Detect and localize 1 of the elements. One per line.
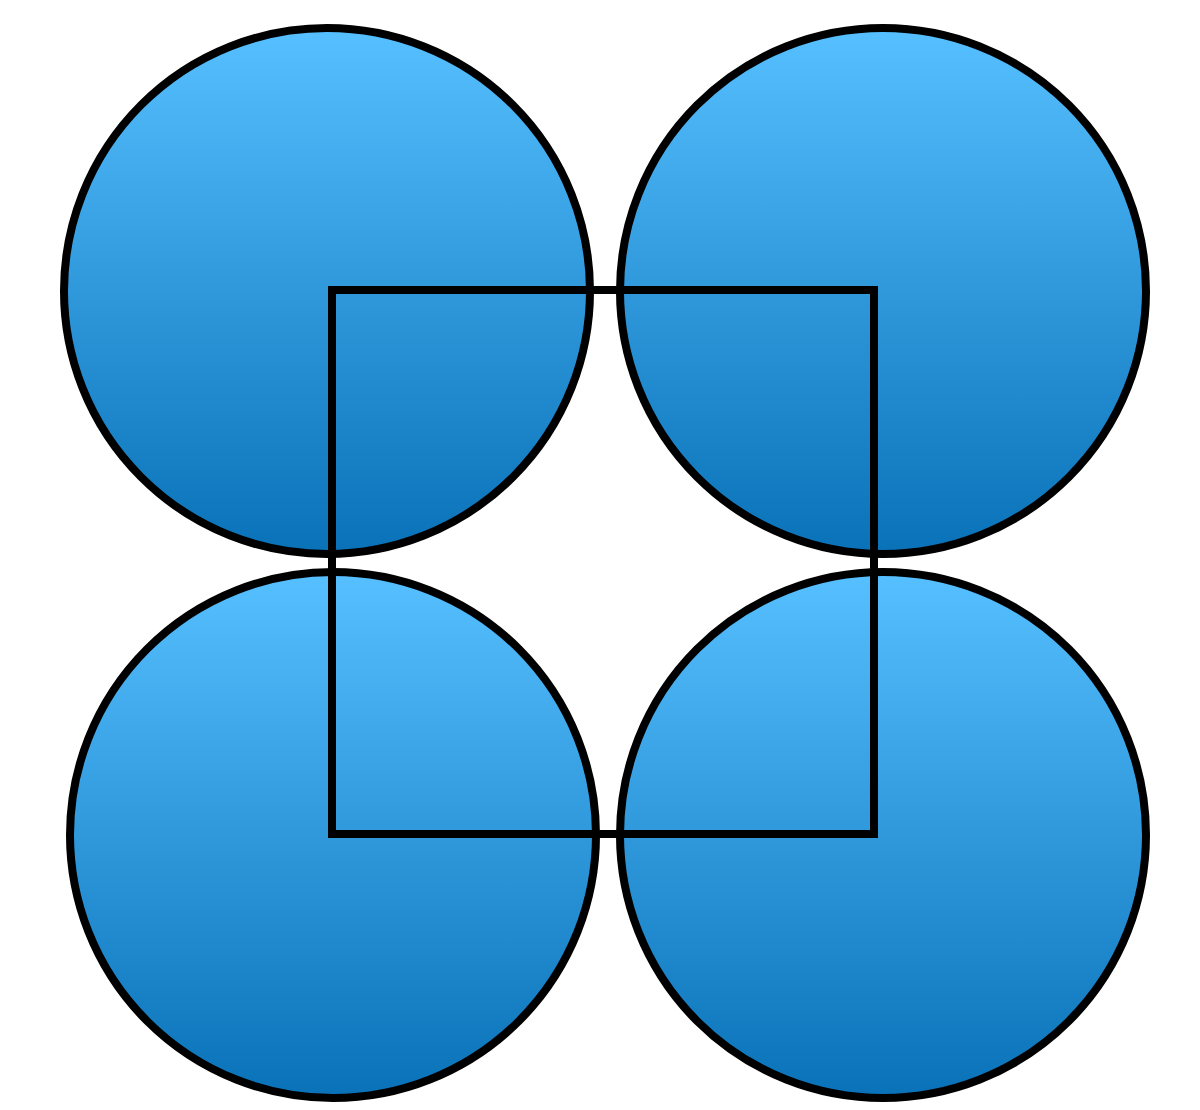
square-outline: [328, 286, 878, 838]
